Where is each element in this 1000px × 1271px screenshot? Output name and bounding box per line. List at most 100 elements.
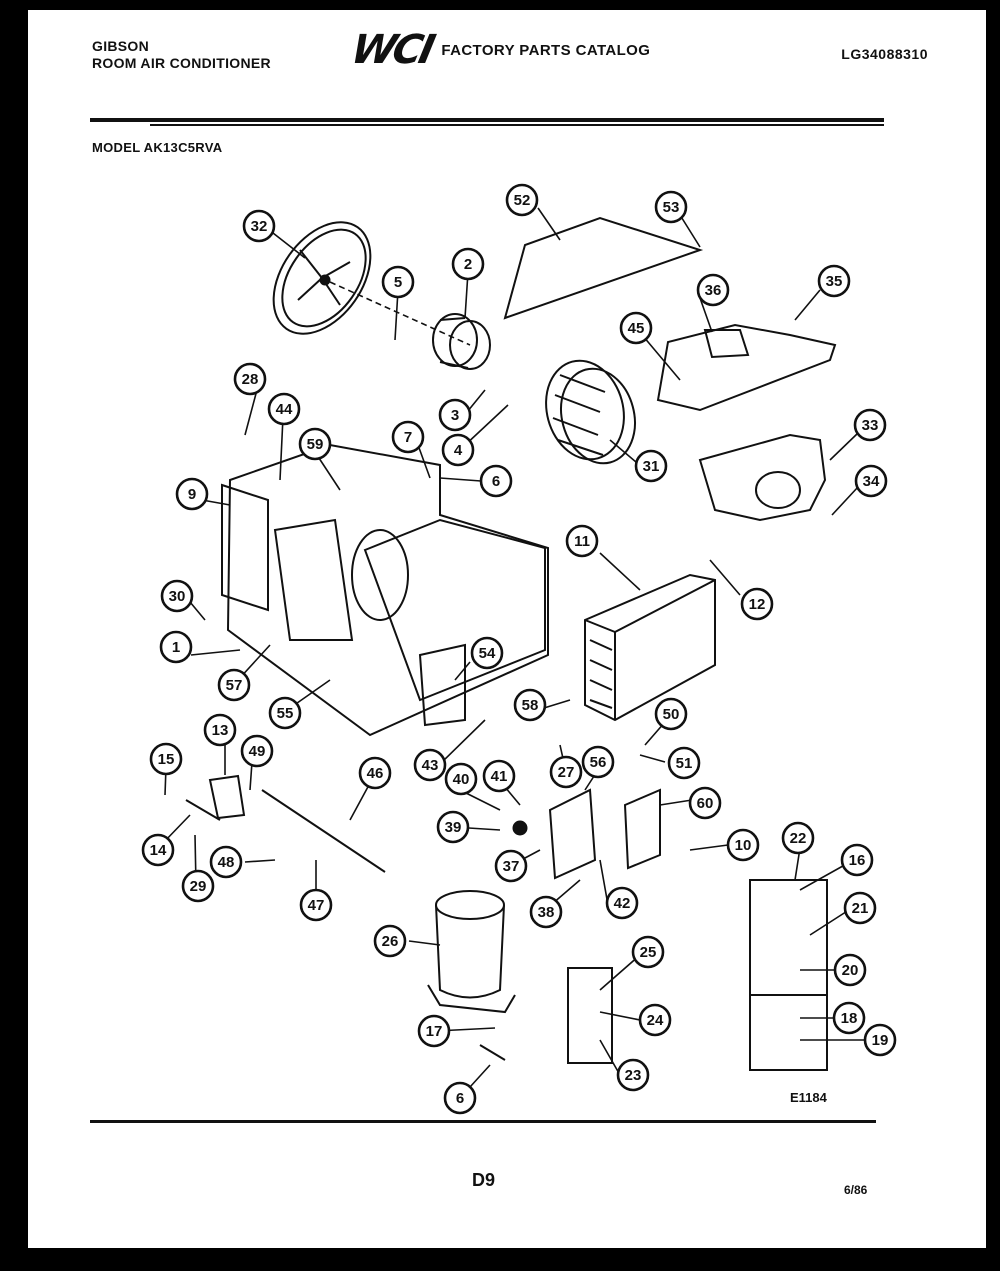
callout-42: 42 <box>605 886 639 920</box>
svg-text:49: 49 <box>249 743 266 760</box>
svg-text:30: 30 <box>169 588 186 605</box>
svg-text:19: 19 <box>872 1032 889 1049</box>
callout-23: 23 <box>616 1058 650 1092</box>
document-number: LG34088310 <box>841 46 928 62</box>
svg-text:31: 31 <box>643 458 660 475</box>
blower-scroll-drawing <box>698 433 827 522</box>
callout-25: 25 <box>631 935 665 969</box>
svg-text:29: 29 <box>190 878 207 895</box>
chassis-drawing <box>221 443 549 737</box>
svg-text:48: 48 <box>218 854 235 871</box>
callout-55: 55 <box>268 696 302 730</box>
callout-16: 16 <box>840 843 874 877</box>
footer-rule <box>90 1120 876 1123</box>
callout-49: 49 <box>240 734 274 768</box>
svg-text:35: 35 <box>826 273 843 290</box>
fan-blade-drawing <box>272 221 471 346</box>
svg-text:26: 26 <box>382 933 399 950</box>
callout-6-lower: 6 <box>443 1081 477 1115</box>
callout-21: 21 <box>843 891 877 925</box>
svg-text:6: 6 <box>456 1090 464 1107</box>
callout-37: 37 <box>494 849 528 883</box>
callout-47: 47 <box>299 888 333 922</box>
callout-22: 22 <box>781 821 815 855</box>
svg-text:57: 57 <box>226 677 243 694</box>
callout-31: 31 <box>634 449 668 483</box>
callout-38: 38 <box>529 895 563 929</box>
svg-text:60: 60 <box>697 795 714 812</box>
svg-text:44: 44 <box>276 401 293 418</box>
svg-text:16: 16 <box>849 852 866 869</box>
svg-text:39: 39 <box>445 819 462 836</box>
svg-text:36: 36 <box>705 282 722 299</box>
product-type: ROOM AIR CONDITIONER <box>92 55 271 71</box>
svg-text:15: 15 <box>158 751 175 768</box>
svg-text:43: 43 <box>422 757 439 774</box>
air-duct-drawing <box>656 323 837 412</box>
callout-6: 6 <box>479 464 513 498</box>
svg-text:3: 3 <box>451 407 459 424</box>
svg-text:40: 40 <box>453 771 470 788</box>
svg-text:46: 46 <box>367 765 384 782</box>
svg-text:52: 52 <box>514 192 531 209</box>
svg-text:37: 37 <box>503 858 520 875</box>
callout-46: 46 <box>358 756 392 790</box>
overload-kit-drawing <box>567 879 828 1071</box>
callout-57: 57 <box>217 668 251 702</box>
svg-text:2: 2 <box>464 256 472 273</box>
callout-41: 41 <box>482 759 516 793</box>
svg-text:54: 54 <box>479 645 496 662</box>
header-rule <box>90 118 884 122</box>
svg-text:6: 6 <box>492 473 500 490</box>
svg-text:34: 34 <box>863 473 880 490</box>
svg-text:25: 25 <box>640 944 657 961</box>
svg-text:27: 27 <box>558 764 575 781</box>
callout-34: 34 <box>854 464 888 498</box>
callout-28: 28 <box>233 362 267 396</box>
catalog-header: WCI FACTORY PARTS CATALOG <box>347 27 651 73</box>
svg-text:23: 23 <box>625 1067 642 1084</box>
svg-text:7: 7 <box>404 429 412 446</box>
callout-45: 45 <box>619 311 653 345</box>
svg-text:21: 21 <box>852 900 869 917</box>
svg-text:10: 10 <box>735 837 752 854</box>
fan-motor-drawing <box>432 313 491 370</box>
svg-text:4: 4 <box>454 442 463 459</box>
callout-51: 51 <box>667 746 701 780</box>
svg-text:41: 41 <box>491 768 508 785</box>
svg-text:11: 11 <box>574 533 590 550</box>
callout-39: 39 <box>436 810 470 844</box>
svg-text:38: 38 <box>538 904 555 921</box>
callout-24: 24 <box>638 1003 672 1037</box>
catalog-title: FACTORY PARTS CATALOG <box>441 41 651 59</box>
callout-13: 13 <box>203 713 237 747</box>
callout-11: 11 <box>565 524 599 558</box>
callout-60: 60 <box>688 786 722 820</box>
callout-4: 4 <box>441 433 475 467</box>
callout-17: 17 <box>417 1014 451 1048</box>
callout-18: 18 <box>832 1001 866 1035</box>
callout-53: 53 <box>654 190 688 224</box>
callout-15: 15 <box>149 742 183 776</box>
capacitor-drawing <box>185 774 386 873</box>
svg-text:17: 17 <box>426 1023 443 1040</box>
callout-35: 35 <box>817 264 851 298</box>
svg-text:51: 51 <box>676 755 693 772</box>
svg-text:47: 47 <box>308 897 325 914</box>
svg-text:33: 33 <box>862 417 879 434</box>
condenser-coil-drawing <box>584 573 716 722</box>
svg-text:13: 13 <box>212 722 229 739</box>
svg-text:59: 59 <box>307 436 324 453</box>
callout-19: 19 <box>863 1023 897 1057</box>
callout-14: 14 <box>141 833 175 867</box>
callout-32: 32 <box>242 209 276 243</box>
callout-48: 48 <box>209 845 243 879</box>
svg-text:56: 56 <box>590 754 607 771</box>
compressor-drawing <box>427 890 516 1061</box>
callout-27: 27 <box>549 755 583 789</box>
svg-text:1: 1 <box>172 639 180 656</box>
date-code: 6/86 <box>844 1183 868 1197</box>
callout-12: 12 <box>740 587 774 621</box>
